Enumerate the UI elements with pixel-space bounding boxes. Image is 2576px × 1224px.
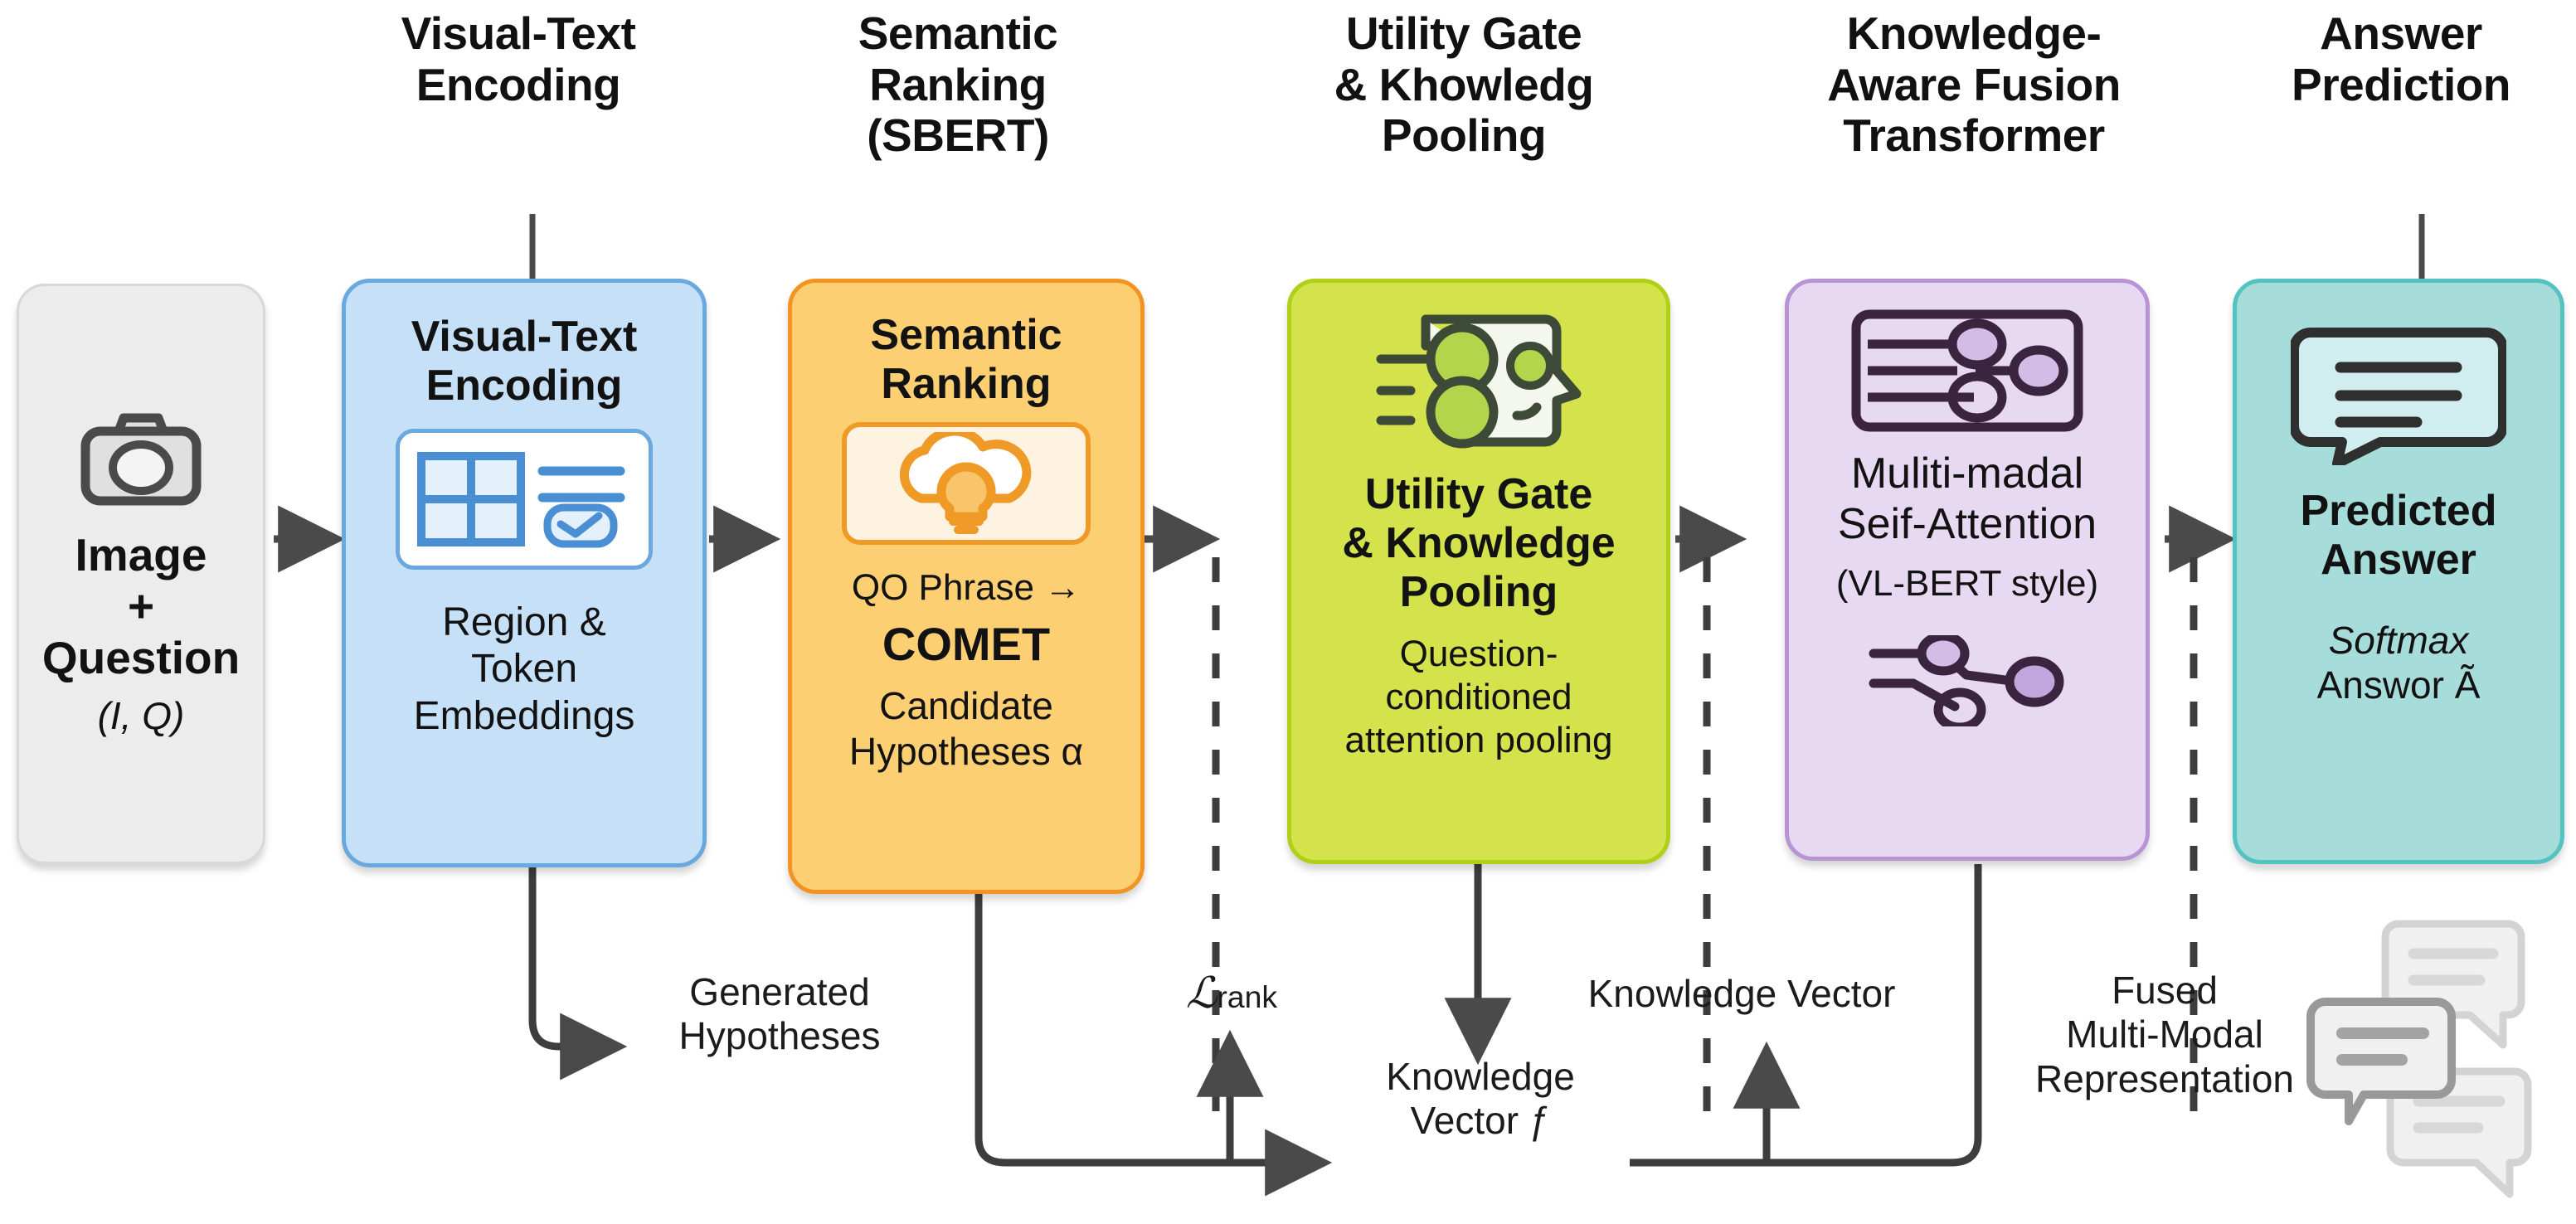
label-knowledge-vector-f: Knowledge Vector ƒ xyxy=(1327,1055,1634,1144)
script-l-icon: ℒ xyxy=(1185,970,1218,1018)
subtitle-line: attention pooling xyxy=(1344,720,1613,761)
attention-graph-icon xyxy=(1851,309,2083,432)
box-predicted-answer-subtitle: Softmax Answor Ã xyxy=(2317,618,2481,708)
box-semantic-ranking-sub-top: QO Phrase → xyxy=(851,566,1081,608)
header-line: Semantic xyxy=(858,7,1058,59)
label-line: Representation xyxy=(2035,1056,2294,1100)
triple-speech-bubble-watermark xyxy=(2306,912,2571,1211)
header-line: Ranking xyxy=(869,58,1047,110)
label-line: Multi-Modal xyxy=(2066,1013,2263,1056)
subtitle-line: Embeddings xyxy=(413,693,635,738)
box-multimodal-title: Muliti-madal Seif-Attention xyxy=(1838,449,2097,551)
header-answer-prediction: Answer Prediction xyxy=(2231,7,2571,110)
header-visual-text-encoding: Visual-Text Encoding xyxy=(357,7,680,110)
header-line: Visual-Text xyxy=(401,7,636,59)
wire-generated-hypotheses xyxy=(528,864,628,1081)
subtitle-line: Token xyxy=(470,647,578,692)
box-image-question-title: Image + Question xyxy=(42,529,240,683)
title-line: Question xyxy=(41,631,241,683)
label-fused-multimodal-representation: Fused Multi-Modal Representation xyxy=(1990,969,2339,1101)
header-line: Utility Gate xyxy=(1345,7,1582,59)
label-rank-loss: ℒrank xyxy=(1145,969,1319,1019)
title-line: Visual-Text xyxy=(411,313,638,361)
cloud-lightbulb-icon xyxy=(883,426,1049,535)
speech-bubble-icon xyxy=(2289,324,2508,469)
label-line: Hypotheses xyxy=(678,1014,881,1058)
camera-icon xyxy=(79,410,203,508)
encoding-icon-plaque xyxy=(396,428,653,570)
box-utility-gate-subtitle: Question- conditioned attention pooling xyxy=(1345,633,1613,762)
box-multimodal-self-attention[interactable]: Muliti-madal Seif-Attention (VL-BERT sty… xyxy=(1785,279,2150,861)
box-predicted-answer[interactable]: Predicted Answer Softmax Answor Ã xyxy=(2233,279,2564,864)
subtitle-line: Hypotheses α xyxy=(848,729,1084,773)
subtitle-line: Softmax xyxy=(2328,618,2469,662)
label-line: Generated xyxy=(689,970,870,1013)
title-line: Image xyxy=(75,528,207,580)
title-line: & Knowledge xyxy=(1342,518,1616,567)
box-semantic-ranking-title: Semantic Ranking xyxy=(870,311,1062,409)
title-line: Predicted xyxy=(2300,487,2497,535)
title-line: Muliti-madal xyxy=(1850,449,2084,498)
node-branch-icon xyxy=(1864,631,2071,732)
label-line: Knowledge xyxy=(1386,1055,1575,1098)
box-semantic-ranking-comet: COMET xyxy=(882,618,1051,671)
box-visual-text-encoding[interactable]: Visual-Text Encoding Region & Token Embe… xyxy=(342,279,707,867)
title-line: Answer xyxy=(2321,535,2476,584)
header-line: Pooling xyxy=(1381,109,1547,162)
header-line: Encoding xyxy=(416,58,621,110)
subtitle-line: conditioned xyxy=(1385,677,1572,718)
box-utility-gate-knowledge-pooling[interactable]: Utility Gate & Knowledge Pooling Questio… xyxy=(1287,279,1670,864)
head-profile-nodes-icon xyxy=(1354,308,1603,457)
header-utility-gate-knowledge-pooling: Utility Gate & Khowledg Pooling xyxy=(1273,7,1655,162)
layout-grid-checkmark-icon xyxy=(416,449,632,549)
ranking-icon-plaque xyxy=(842,421,1091,545)
title-line: + xyxy=(127,580,155,632)
wire-hypotheses-to-knowledge-vector xyxy=(975,889,1333,1197)
header-line: Knowledge- xyxy=(1846,7,2102,59)
title-line: Semantic xyxy=(870,311,1062,359)
header-line: (SBERT) xyxy=(867,109,1049,162)
subtitle-line: Region & xyxy=(442,600,606,644)
box-multimodal-subtitle: (VL-BERT style) xyxy=(1835,562,2099,604)
title-line: Ranking xyxy=(881,359,1052,408)
header-semantic-ranking: Semantic Ranking (SBERT) xyxy=(796,7,1120,162)
label-line: Vector ƒ xyxy=(1410,1099,1551,1143)
title-line: Seif-Attention xyxy=(1837,500,2097,549)
subtitle-line: Answor Ã xyxy=(2316,663,2481,707)
label-line: Fused xyxy=(2112,969,2218,1012)
title-line: Utility Gate xyxy=(1364,470,1593,518)
header-line: Prediction xyxy=(2292,58,2510,110)
subtitle-line: Question- xyxy=(1399,634,1558,675)
header-knowledge-aware-fusion-transformer: Knowledge- Aware Fusion Transformer xyxy=(1758,7,2190,162)
box-semantic-ranking-subtitle: Candidate Hypotheses α xyxy=(849,683,1083,774)
header-line: & Khowledg xyxy=(1334,58,1594,110)
box-image-question-subtitle: (I, Q) xyxy=(97,694,185,738)
header-line: Aware Fusion xyxy=(1827,58,2121,110)
header-line: Transformer xyxy=(1843,109,2105,162)
title-line: Pooling xyxy=(1399,567,1558,616)
box-predicted-answer-title: Predicted Answer xyxy=(2301,487,2497,585)
box-utility-gate-title: Utility Gate & Knowledge Pooling xyxy=(1342,470,1615,616)
box-visual-text-encoding-subtitle: Region & Token Embeddings xyxy=(414,600,635,741)
box-visual-text-encoding-title: Visual-Text Encoding xyxy=(411,313,638,410)
label-subscript: rank xyxy=(1217,979,1278,1014)
title-line: Encoding xyxy=(425,361,623,410)
label-knowledge-vector: Knowledge Vector xyxy=(1547,972,1937,1016)
header-line: Answer xyxy=(2320,7,2482,59)
label-generated-hypotheses: Generated Hypotheses xyxy=(614,970,945,1059)
subtitle-line: Candidate xyxy=(879,684,1053,728)
label-line: Knowledge Vector xyxy=(1587,972,1896,1015)
box-image-question[interactable]: Image + Question (I, Q) xyxy=(17,284,265,864)
box-semantic-ranking[interactable]: Semantic Ranking QO Phrase → COMET Candi… xyxy=(788,279,1145,894)
